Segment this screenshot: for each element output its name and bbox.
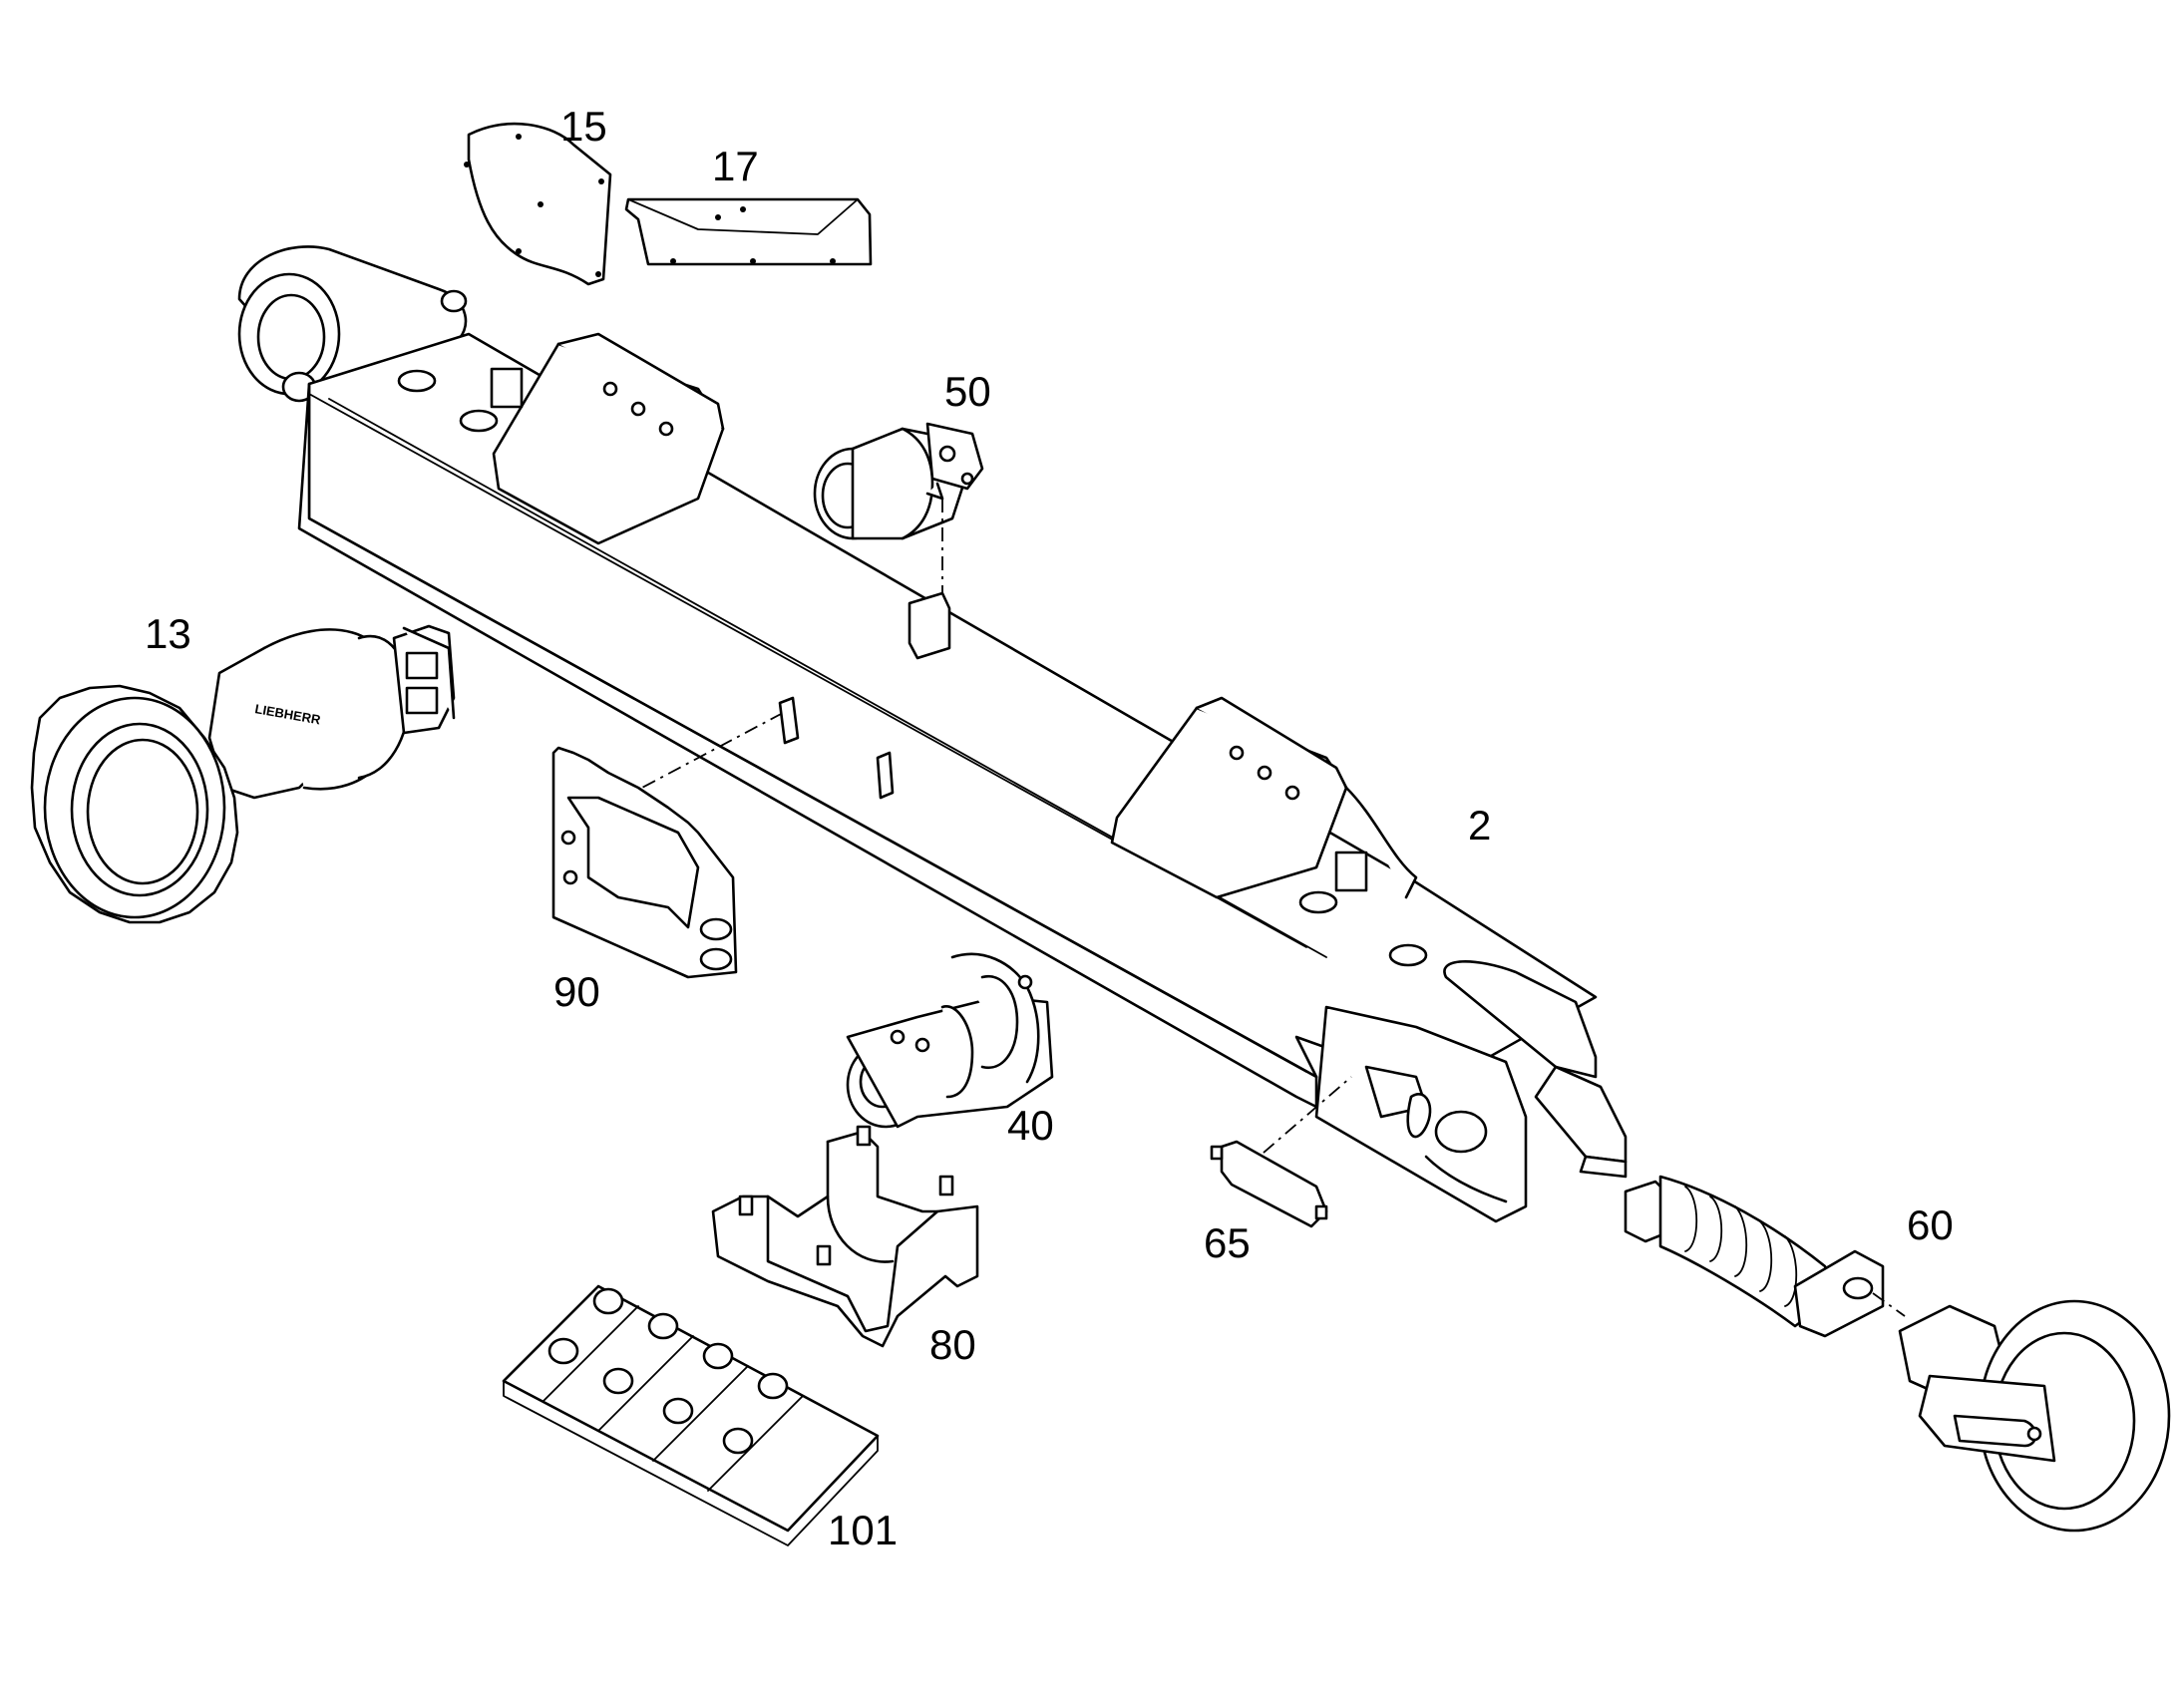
part-15-cover-plate [464, 122, 612, 286]
callout-90: 90 [553, 968, 600, 1015]
callout-101: 101 [828, 1507, 899, 1553]
callout-40: 40 [1007, 1102, 1054, 1149]
part-13-sprocket [30, 684, 239, 924]
part-50-bracket-block [908, 591, 951, 660]
part-60-recoil-spring [1624, 1175, 1885, 1338]
part-90-guide-plate [551, 746, 738, 979]
callout-17: 17 [712, 143, 759, 189]
leader-line-60 [1872, 1292, 1906, 1317]
callout-2: 2 [1468, 802, 1492, 849]
part-40-track-roller [846, 952, 1054, 1129]
leader-line-90 [622, 712, 784, 799]
part-90-clip-b [876, 751, 895, 800]
part-17-cover-plate [624, 197, 873, 266]
part-90-clip-a [778, 696, 800, 745]
part-65-wear-plate [1210, 1140, 1328, 1228]
callout-80: 80 [929, 1321, 976, 1368]
leader-line-65 [1241, 1076, 1352, 1173]
callout-65: 65 [1204, 1219, 1251, 1266]
part-13-drive-motor: LIEBHERR [207, 624, 456, 800]
callout-50: 50 [944, 368, 991, 415]
part-101-track-chain [502, 1284, 880, 1546]
part-60-idler-wheel [1898, 1299, 2171, 1533]
part-80-roller-guard [711, 1125, 979, 1348]
callout-15: 15 [560, 103, 607, 150]
part-50-carrier-roller [813, 422, 984, 540]
callout-60: 60 [1907, 1201, 1954, 1248]
callout-13: 13 [145, 610, 191, 657]
